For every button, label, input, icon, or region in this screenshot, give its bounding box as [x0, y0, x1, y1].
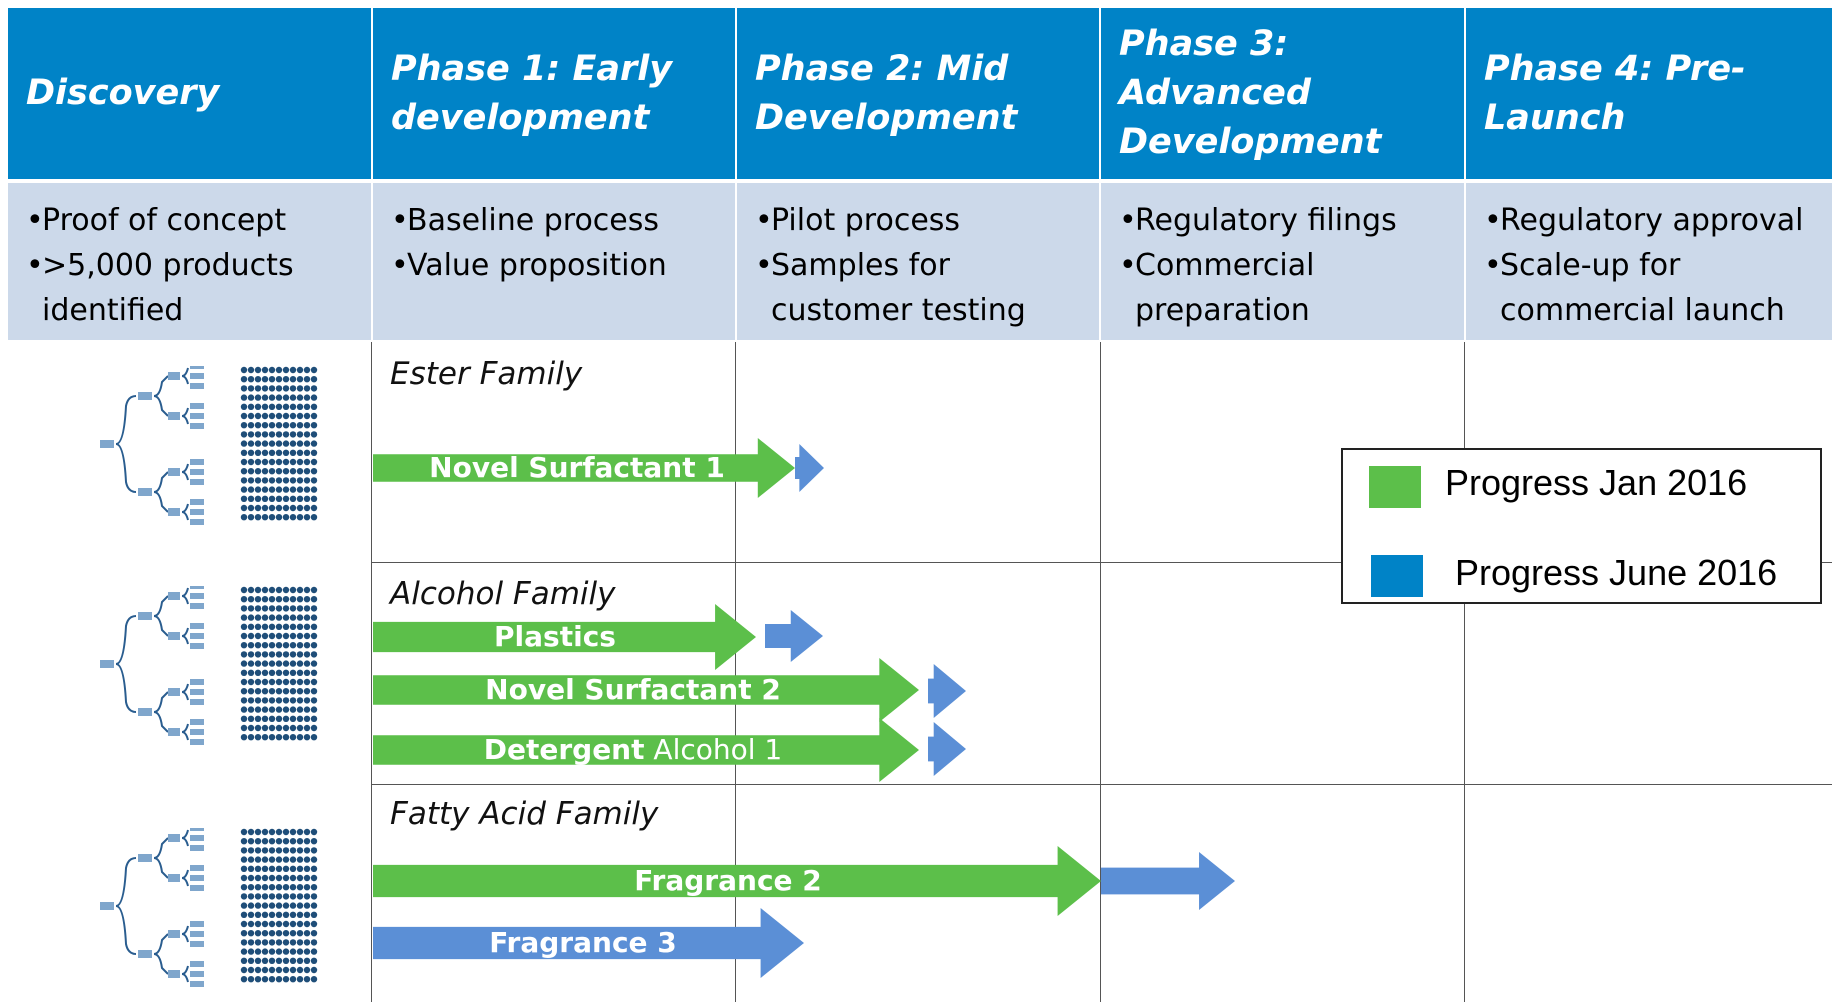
arrow-body [1101, 852, 1235, 910]
progress-arrow-jan: Detergent Alcohol 1 [373, 718, 919, 782]
tree-diagram-graphic [100, 825, 318, 987]
arrow-body [373, 718, 919, 782]
tree-diagram-icon [98, 363, 328, 526]
arrow-body [373, 658, 919, 722]
header-phase-4: Phase 4: Pre-Launch [1466, 8, 1832, 179]
legend-label-june: Progress June 2016 [1455, 552, 1778, 593]
progress-arrow-june [795, 444, 824, 492]
arrow-shape [373, 604, 756, 670]
arrow-shape [373, 718, 919, 782]
tree-diagram-graphic [100, 363, 318, 525]
arrow-body [795, 444, 824, 492]
header-discovery: Discovery [8, 8, 371, 179]
arrow-shape [928, 664, 966, 718]
grid-line [371, 342, 372, 1002]
arrow-shape [795, 444, 824, 492]
header-phase-1: Phase 1: Early development [373, 8, 735, 179]
bullet-item: Proof of concept [26, 198, 363, 243]
progress-arrow-jan: Plastics [373, 604, 756, 670]
column-title: Phase 3: Advanced Development [1119, 24, 1382, 162]
arrow-body [928, 722, 966, 776]
subheader-phase-1: Baseline process Value proposition [373, 183, 735, 340]
progress-arrow-jan: Novel Surfactant 2 [373, 658, 919, 722]
subheader-phase-2: Pilot process Samples for customer testi… [737, 183, 1099, 340]
bullet-item: Value proposition [391, 243, 727, 288]
bullet-item: Pilot process [755, 198, 1091, 243]
legend-swatch-jan [1369, 466, 1421, 508]
product-label: Plastics [494, 620, 616, 653]
subheader-phase-4: Regulatory approval Scale-up for commerc… [1466, 183, 1832, 340]
family-label: Alcohol Family [390, 576, 616, 612]
tree-diagram-icon [98, 583, 328, 746]
tree-diagram-icon [98, 825, 328, 988]
grid-line [735, 342, 736, 1002]
arrow-body [373, 438, 795, 498]
bullet-item: Scale-up for commercial launch [1484, 243, 1824, 333]
product-label: Novel Surfactant 2 [485, 673, 781, 706]
product-label: Fragrance 3 [489, 926, 677, 959]
grid-line [371, 562, 1832, 563]
arrow-shape [928, 722, 966, 776]
bullet-item: >5,000 products identified [26, 243, 363, 333]
legend-swatch-june [1371, 555, 1423, 597]
product-label: Fragrance 2 [634, 864, 822, 897]
bullet-item: Regulatory filings [1119, 198, 1456, 243]
arrow-shape [373, 846, 1101, 916]
progress-arrow-june [928, 722, 966, 776]
progress-arrow-june [1101, 852, 1235, 910]
arrow-body [373, 908, 804, 978]
column-title: Phase 1: Early development [391, 48, 673, 138]
bullet-item: Commercial preparation [1119, 243, 1456, 333]
progress-arrow-jan: Fragrance 2 [373, 846, 1101, 916]
header-phase-2: Phase 2: Mid Development [737, 8, 1099, 179]
subheader-discovery: Proof of concept >5,000 products identif… [8, 183, 371, 340]
arrow-body [928, 664, 966, 718]
tree-diagram-graphic [100, 583, 318, 745]
legend: Progress Jan 2016 Progress June 2016 [1341, 448, 1822, 604]
legend-label-jan: Progress Jan 2016 [1445, 462, 1748, 503]
family-label: Fatty Acid Family [390, 796, 659, 832]
arrow-shape [373, 438, 795, 498]
arrow-body [373, 846, 1101, 916]
progress-arrow-june: Fragrance 3 [373, 908, 804, 978]
column-title: Discovery [26, 73, 220, 113]
arrow-shape [765, 610, 823, 662]
progress-arrow-june [928, 664, 966, 718]
arrow-shape [373, 658, 919, 722]
grid-line [1464, 342, 1465, 1002]
column-title: Phase 2: Mid Development [755, 48, 1018, 138]
bullet-item: Baseline process [391, 198, 727, 243]
bullet-item: Samples for customer testing [755, 243, 1091, 333]
product-label: Novel Surfactant 1 [429, 451, 725, 484]
arrow-body [373, 604, 756, 670]
arrow-shape [1101, 852, 1235, 910]
column-title: Phase 4: Pre-Launch [1484, 48, 1746, 138]
arrow-shape [373, 908, 804, 978]
progress-arrow-jan: Novel Surfactant 1 [373, 438, 795, 498]
bullet-item: Regulatory approval [1484, 198, 1824, 243]
arrow-body [765, 610, 823, 662]
product-label: Detergent Alcohol 1 [483, 733, 783, 766]
progress-arrow-june [765, 610, 823, 662]
grid-line [1100, 342, 1101, 1002]
family-label: Ester Family [390, 356, 583, 392]
subheader-phase-3: Regulatory filings Commercial preparatio… [1101, 183, 1464, 340]
grid-line [371, 784, 1832, 785]
header-phase-3: Phase 3: Advanced Development [1101, 8, 1464, 179]
